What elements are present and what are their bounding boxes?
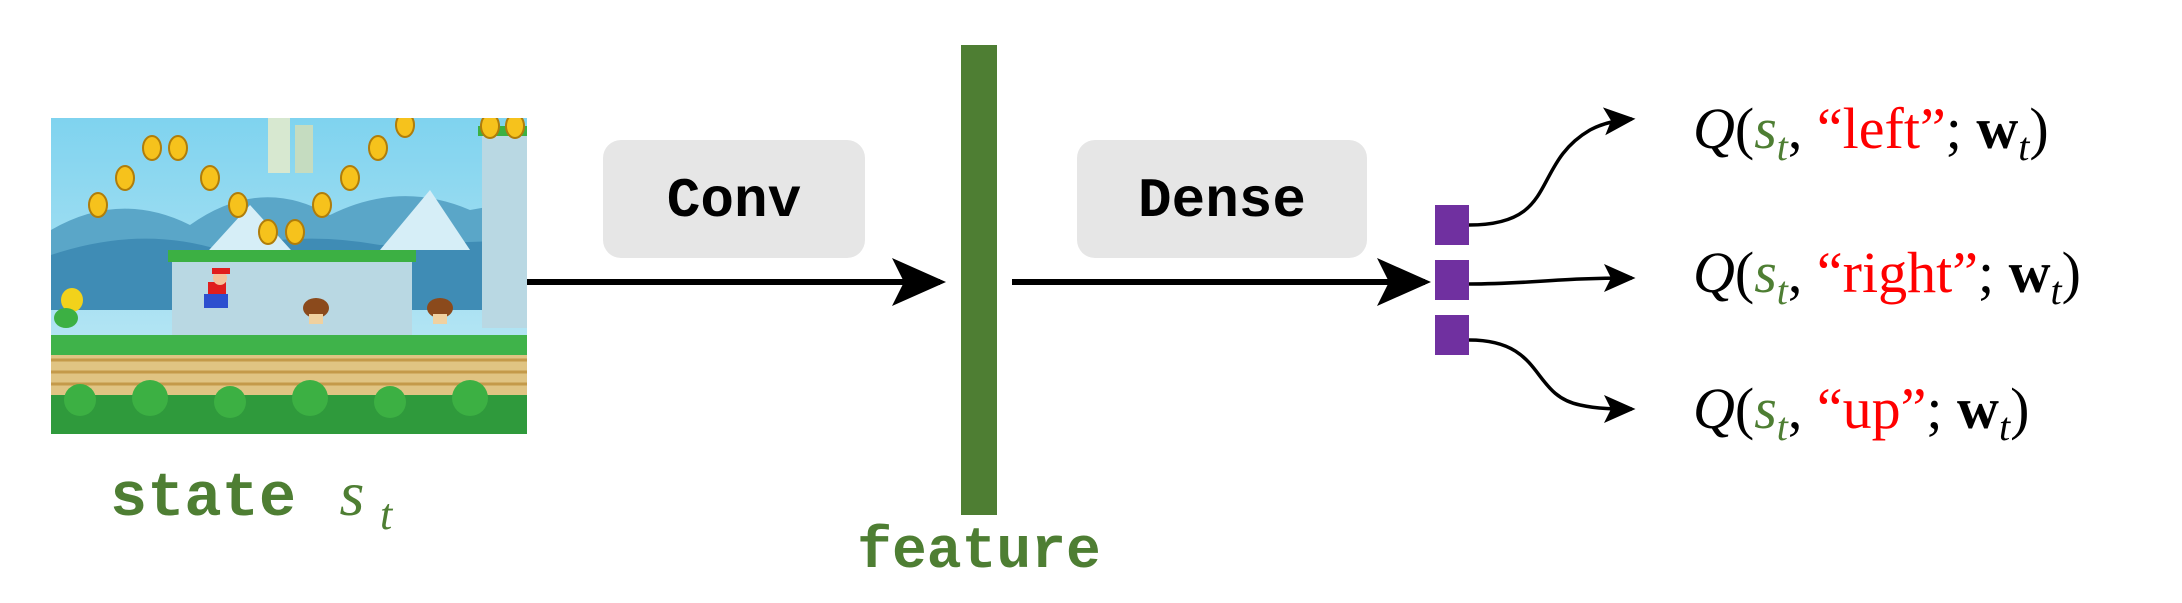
q-formula-right: Q(st, “right”; wt) [1693, 240, 2081, 313]
output-neuron-up [1435, 315, 1469, 355]
feature-bar [961, 45, 997, 515]
state-label: state s t [110, 458, 394, 539]
arrow-to-q-up [1468, 338, 1636, 423]
state-subscript: t [380, 490, 394, 539]
q-formula-left: Q(st, “left”; wt) [1693, 96, 2049, 169]
output-neuron-right [1435, 260, 1469, 300]
feature-label: feature [857, 520, 1101, 585]
conv-label: Conv [667, 169, 801, 233]
dense-box [1077, 140, 1367, 258]
state-word: state [110, 463, 296, 534]
conv-box [603, 140, 865, 258]
q-formula-up: Q(st, “up”; wt) [1693, 376, 2029, 449]
arrow-to-q-left [1468, 107, 1636, 227]
state-symbol: s [340, 458, 365, 529]
game-screenshot-icon [51, 118, 527, 434]
dense-label: Dense [1138, 169, 1306, 233]
output-neuron-left [1435, 205, 1469, 245]
arrow-to-q-right [1468, 264, 1636, 293]
